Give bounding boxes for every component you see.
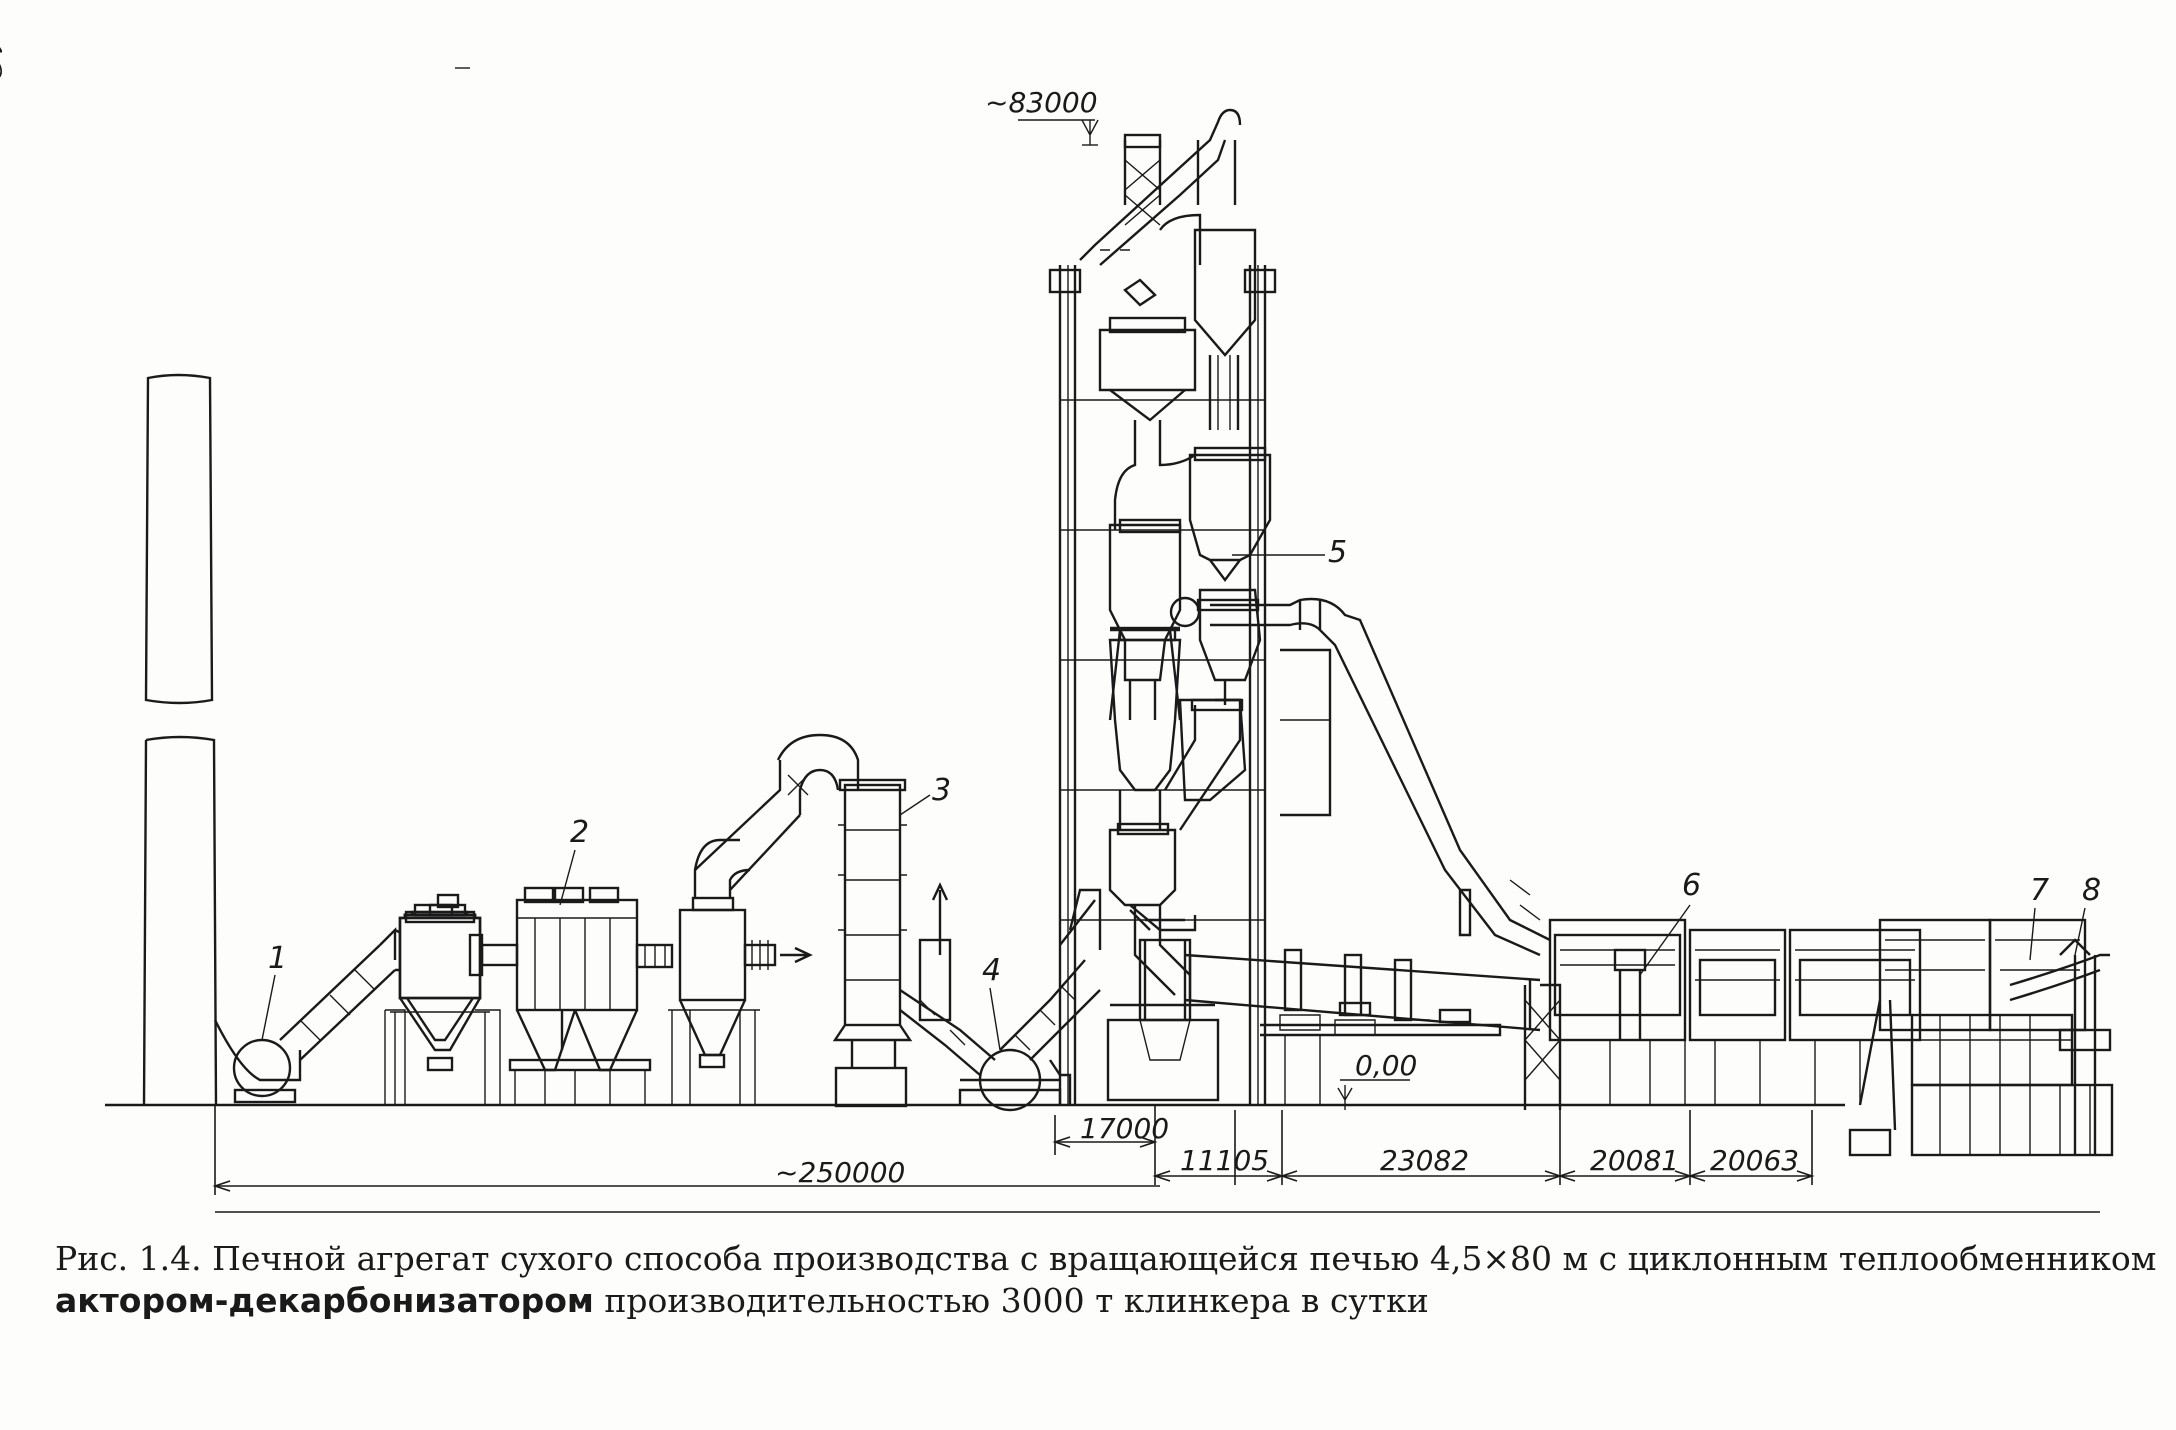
conditioning-tower-3 (832, 778, 952, 1108)
dimension-chain: 17000 11105 23082 20081 20063 ~250000 (212, 1105, 2100, 1213)
dim-20081: 20081 (1590, 1144, 1679, 1177)
elevation-top: ~83000 (985, 86, 1099, 146)
cyclone-stages (1108, 420, 1272, 996)
label-1: 1 (268, 941, 287, 976)
elevation-zero-text: 0,00 (1355, 1049, 1417, 1082)
label-3: 3 (932, 773, 951, 808)
tertiary-air-duct (1169, 596, 1551, 957)
label-4: 4 (982, 953, 1001, 988)
clinker-crusher-7 (1848, 918, 2114, 1157)
label-8: 8 (2082, 873, 2101, 908)
main-fan-4 (958, 888, 1102, 1112)
conveyor-8 (2009, 938, 2112, 1155)
elevation-top-text: ~83000 (985, 86, 1098, 119)
chimney-stack (142, 373, 218, 1106)
tower-to-fan-duct (899, 989, 996, 1076)
dim-17000: 17000 (1080, 1112, 1169, 1145)
dust-collector (668, 838, 813, 1105)
label-6: 6 (1682, 868, 1701, 903)
label-5: 5 (1328, 535, 1347, 570)
clinker-cooler-6 (1548, 904, 1922, 1105)
caption-text-1: Печной агрегат сухого способа производст… (212, 1239, 2165, 1278)
caption-prefix: Рис. 1.4. (55, 1239, 202, 1278)
precipitator-body (468, 886, 674, 1105)
caption-line-2: актором-декарбонизатором производительно… (55, 1280, 2165, 1322)
elevation-zero: 0,00 (1337, 1049, 1417, 1110)
caption-line-1: Рис. 1.4. Печной агрегат сухого способа … (55, 1238, 2165, 1280)
kiln-plant-drawing: ~83000 0,00 (105, 67, 2114, 1213)
equipment-labels: 1 2 3 4 5 6 7 8 (261, 535, 2101, 1051)
dim-23082: 23082 (1380, 1144, 1469, 1177)
dim-total: ~250000 (775, 1156, 905, 1189)
rotary-kiln (1184, 948, 1541, 1036)
dim-20063: 20063 (1710, 1144, 1799, 1177)
connecting-duct (694, 733, 860, 891)
label-2: 2 (570, 815, 589, 850)
upper-cyclones (1079, 108, 1257, 430)
figure-caption: Рис. 1.4. Печной агрегат сухого способа … (55, 1238, 2165, 1322)
dim-11105: 11105 (1180, 1144, 1269, 1177)
kiln-supports (1260, 983, 1562, 1110)
label-7: 7 (2030, 873, 2049, 908)
caption-text-2: производительностью 3000 т клинкера в су… (593, 1281, 1429, 1320)
precipitator-units (384, 893, 501, 1105)
exhaust-fan-1 (213, 927, 407, 1104)
caption-bold: актором-декарбонизатором (55, 1281, 594, 1320)
